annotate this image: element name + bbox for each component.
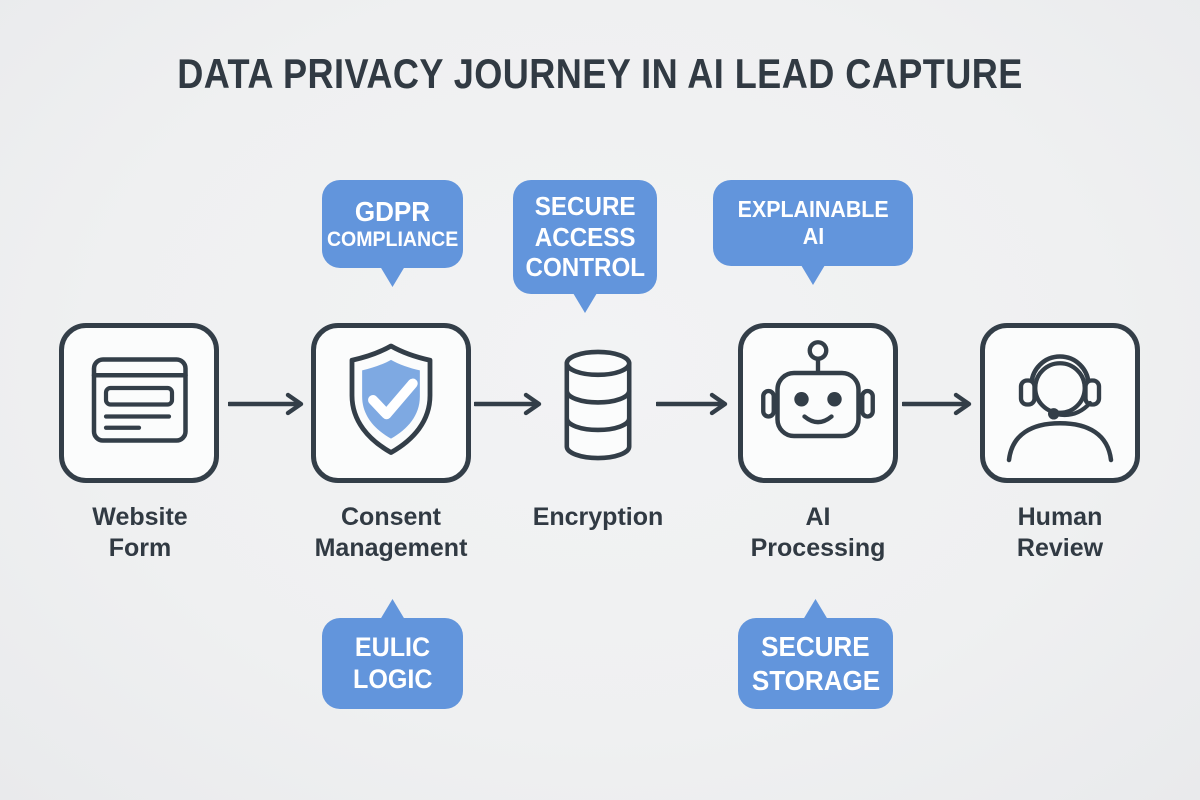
- callout-line: CONTROL: [525, 252, 645, 283]
- step-box-human-review: [980, 323, 1140, 483]
- step-box-ai-processing: [738, 323, 898, 483]
- step-label-line: Consent: [341, 503, 441, 531]
- flow-arrow: [228, 389, 304, 419]
- callout-tail-down: [380, 267, 405, 287]
- step-box-website-form: [59, 323, 219, 483]
- callout-line: AI: [802, 223, 824, 249]
- robot-icon: [761, 340, 875, 439]
- callout-eulic-logic: EULIC LOGIC: [322, 599, 463, 709]
- callout-tail-up: [380, 599, 405, 619]
- step-icon-encryption: [546, 346, 650, 464]
- callout-tail-up: [803, 599, 828, 619]
- callout-secure-access-control: SECURE ACCESS CONTROL: [513, 180, 657, 313]
- callout-line: STORAGE: [751, 664, 880, 696]
- page-title: DATA PRIVACY JOURNEY IN AI LEAD CAPTURE: [177, 50, 1023, 97]
- callout-secure-storage: SECURE STORAGE: [738, 599, 893, 709]
- step-label-line: Review: [1016, 534, 1104, 563]
- callout-line: LOGIC: [352, 663, 433, 694]
- flow-arrow: [902, 389, 972, 419]
- flow-arrow: [474, 389, 542, 419]
- headset-agent-icon: [1006, 354, 1114, 463]
- callout-line: COMPLIANCE: [326, 228, 459, 252]
- callout-line: SECURE: [761, 631, 870, 663]
- step-label-ai-processing: AI Processing: [698, 502, 938, 565]
- step-label-human-review: Human Review: [940, 502, 1180, 565]
- step-box-consent-management: [311, 323, 471, 483]
- callout-tail-down: [801, 265, 825, 285]
- browser-form-icon: [91, 357, 188, 443]
- callout-line: EULIC: [354, 631, 431, 662]
- step-label-line: Website: [92, 503, 188, 531]
- flow-arrow: [656, 389, 728, 419]
- step-label-website-form: Website Form: [20, 502, 260, 565]
- step-label-line: Human: [1017, 503, 1103, 531]
- step-label-encryption: Encryption: [478, 502, 718, 533]
- shield-check-icon: [349, 343, 433, 455]
- step-label-line: Form: [108, 534, 172, 563]
- callout-line: GDPR: [354, 196, 431, 228]
- step-label-line: Management: [314, 534, 468, 563]
- callout-line: SECURE: [534, 190, 636, 221]
- step-label-line: Processing: [750, 534, 886, 563]
- step-label-consent-management: Consent Management: [271, 502, 511, 565]
- callout-explainable-ai: EXPLAINABLE AI: [713, 180, 913, 285]
- callout-line: EXPLAINABLE: [737, 195, 889, 222]
- step-label-line: AI: [805, 503, 831, 531]
- callout-gdpr-compliance: GDPR COMPLIANCE: [322, 180, 463, 287]
- step-label-line: Encryption: [532, 503, 664, 531]
- callout-line: ACCESS: [534, 221, 636, 252]
- database-icon: [564, 349, 632, 461]
- callout-tail-down: [573, 293, 597, 313]
